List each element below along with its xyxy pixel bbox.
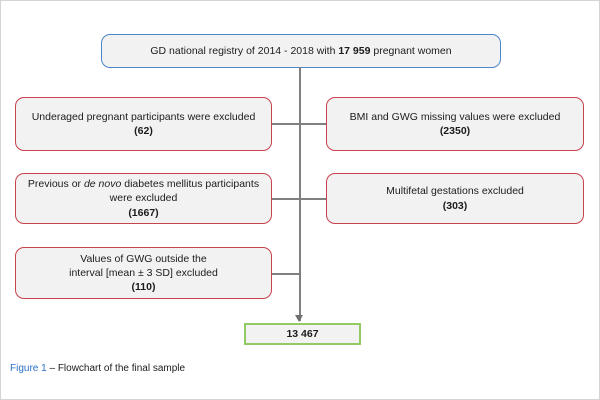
flowchart-node-exclusion-missing-values: BMI and GWG missing values were excluded… (326, 97, 584, 151)
exclusion-diabetes-line2: were excluded (109, 192, 178, 205)
exclusion-diabetes-text: Previous or de novo diabetes mellitus pa… (24, 177, 263, 220)
connector-horizontal-level1-left (272, 123, 300, 125)
figure-caption-label: Figure 1 (10, 363, 47, 374)
exclusion-multifetal-count: (303) (442, 199, 468, 212)
arrowhead-icon (295, 315, 303, 322)
exclusion-diabetes-line1-part1: Previous or (27, 178, 84, 191)
exclusion-missing-values-count: (2350) (439, 125, 471, 137)
exclusion-diabetes-line1-part2: diabetes mellitus participants (121, 178, 260, 191)
connector-horizontal-level1-right (299, 123, 326, 125)
connector-horizontal-level2-left (272, 198, 300, 200)
exclusion-diabetes-line1-italic: de novo (83, 178, 122, 191)
figure-caption-text: Flowchart of the final sample (57, 363, 186, 374)
flowchart-node-exclusion-underaged: Underaged pregnant participants were exc… (15, 97, 272, 151)
exclusion-underaged-count: (62) (134, 125, 153, 137)
flowchart-node-source-registry: GD national registry of 2014 - 2018 with… (101, 34, 501, 68)
figure-caption-dash: – (46, 363, 58, 374)
source-registry-text-before: GD national registry of 2014 - 2018 with (150, 44, 339, 57)
exclusion-missing-values-line1: BMI and GWG missing values were excluded (349, 110, 561, 123)
source-registry-count: 17 959 (338, 44, 371, 57)
connector-horizontal-level2-right (299, 198, 326, 200)
exclusion-underaged-line1: Underaged pregnant participants were exc… (31, 110, 256, 123)
exclusion-gwg-outlier-line1: Values of GWG outside the (80, 252, 207, 265)
exclusion-multifetal-line1: Multifetal gestations excluded (386, 185, 524, 198)
flowchart-node-exclusion-diabetes: Previous or de novo diabetes mellitus pa… (15, 173, 272, 224)
connector-vertical-trunk (299, 67, 301, 321)
exclusion-gwg-outlier-line2: interval [mean ± 3 SD] excluded (69, 266, 218, 279)
connector-horizontal-level3-left (272, 273, 300, 275)
exclusion-multifetal-text: Multifetal gestations excluded (303) (335, 184, 575, 212)
figure-caption: Figure 1 – Flowchart of the final sample (10, 363, 185, 374)
exclusion-gwg-outlier-count: (110) (131, 281, 156, 294)
flowchart-node-exclusion-gwg-outlier: Values of GWG outside the interval [mean… (15, 247, 272, 299)
source-registry-text-after: pregnant women (370, 44, 452, 57)
exclusion-diabetes-count: (1667) (128, 206, 159, 219)
final-sample-count: 13 467 (286, 327, 319, 340)
exclusion-underaged-text: Underaged pregnant participants were exc… (24, 110, 263, 138)
flowchart-node-exclusion-multifetal: Multifetal gestations excluded (303) (326, 173, 584, 224)
exclusion-missing-values-text: BMI and GWG missing values were excluded… (335, 110, 575, 138)
flowchart-node-final-sample: 13 467 (244, 323, 361, 345)
exclusion-gwg-outlier-text: Values of GWG outside the interval [mean… (24, 252, 263, 295)
source-registry-text: GD national registry of 2014 - 2018 with… (110, 44, 492, 58)
